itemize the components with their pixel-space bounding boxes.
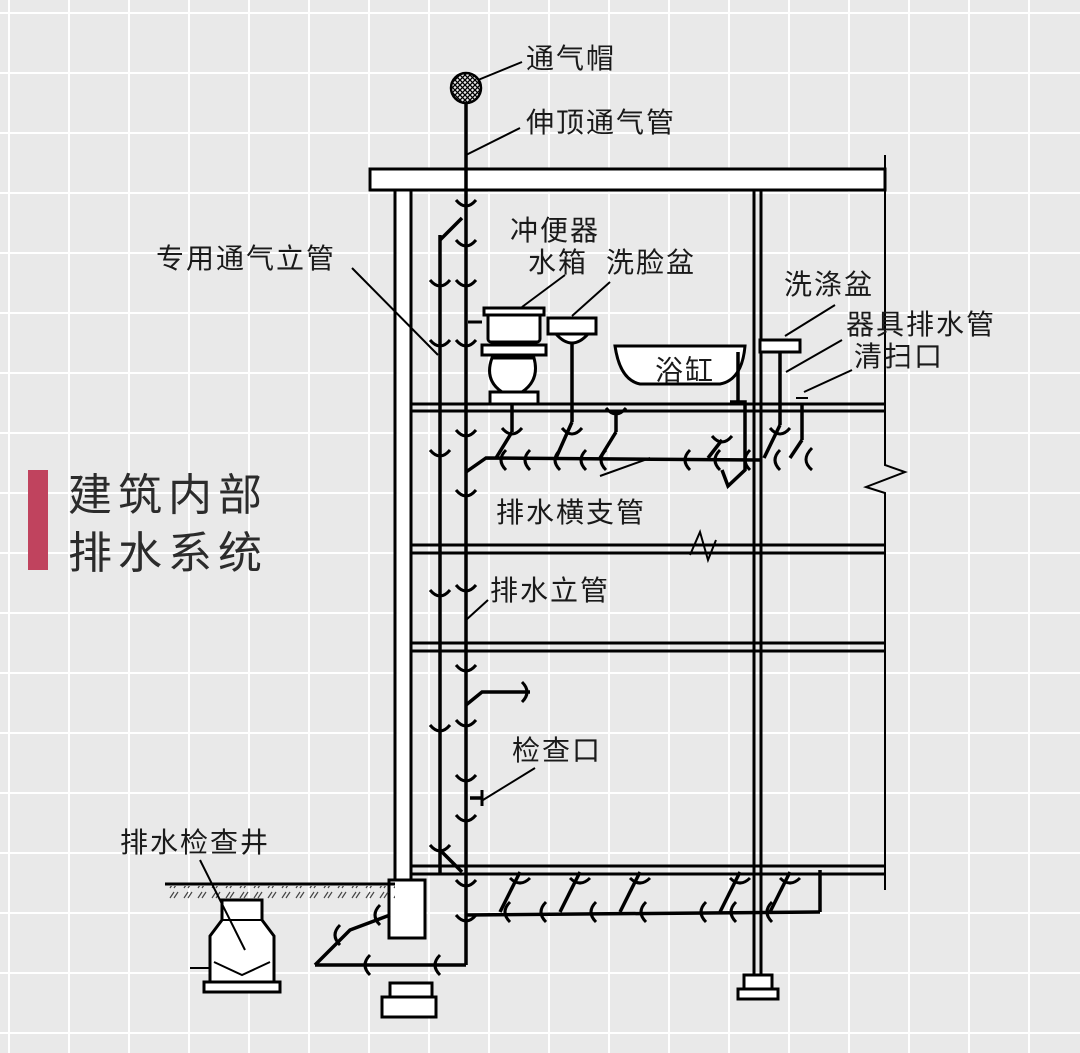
roof-slab xyxy=(368,167,887,192)
slab-break-symbol xyxy=(689,529,717,564)
title-line-1: 建筑内部 xyxy=(68,470,268,521)
washbasin-icon xyxy=(546,316,598,422)
ground-line xyxy=(165,882,395,900)
title-accent-bar xyxy=(28,470,48,570)
label-drain-stack: 排水立管 xyxy=(490,574,610,607)
label-bathtub: 浴缸 xyxy=(655,354,715,387)
drain-stack-pipe xyxy=(315,190,468,967)
stack-base-footing xyxy=(380,981,438,1019)
label-horizontal-branch: 排水横支管 xyxy=(496,496,646,529)
horizontal-branch-upper xyxy=(464,404,814,474)
label-vent-cap: 通气帽 xyxy=(526,42,616,75)
label-tank: 水箱 xyxy=(528,246,588,279)
label-inspection-port: 检查口 xyxy=(512,734,602,767)
interior-column xyxy=(736,190,780,1001)
leader-lines xyxy=(199,61,853,951)
label-sink: 洗涤盆 xyxy=(784,268,874,301)
title-line-2: 排水系统 xyxy=(68,528,268,579)
building-drain-bottom xyxy=(313,870,822,977)
building-right-edge-break xyxy=(862,155,908,890)
bathtub-icon xyxy=(613,344,747,490)
dedicated-vent-stack xyxy=(438,216,464,875)
label-inspection-well: 排水检查井 xyxy=(120,826,270,859)
label-washbasin: 洗脸盆 xyxy=(606,246,696,279)
inspection-well-icon xyxy=(190,898,282,994)
label-toilet: 冲便器 xyxy=(510,214,600,247)
toilet-icon xyxy=(480,306,548,406)
sink-icon xyxy=(758,338,808,440)
exterior-wall xyxy=(393,188,413,882)
pipe-joint-hubs xyxy=(428,198,478,923)
vent-cap-icon xyxy=(449,71,483,105)
horizontal-branch-stub xyxy=(464,680,530,707)
label-stack-vent: 伸顶通气管 xyxy=(526,106,676,139)
diagram-labels: 通气帽 伸顶通气管 专用通气立管 冲便器 水箱 洗脸盆 洗涤盆 器具排水管 清扫… xyxy=(120,42,996,859)
label-dedicated-vent: 专用通气立管 xyxy=(156,242,336,275)
label-cleanout: 清扫口 xyxy=(854,340,944,373)
label-fixture-drain: 器具排水管 xyxy=(846,308,996,341)
